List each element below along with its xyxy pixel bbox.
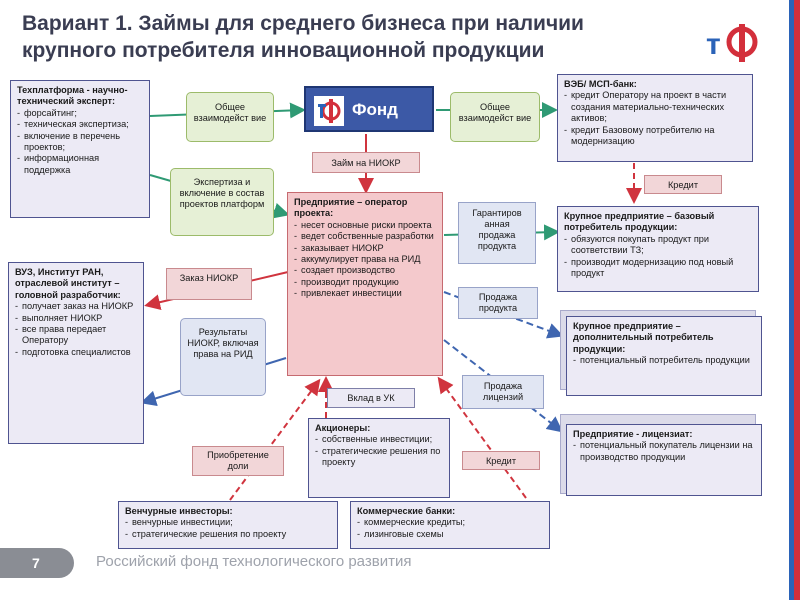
fond-mark-icon (314, 96, 344, 126)
product-sale-label: Продажа продукта (458, 287, 538, 319)
list-item: ведет собственные разработки (294, 231, 436, 243)
shareholders-header: Акционеры: (315, 423, 371, 433)
banks-box: Коммерческие банки: коммерческие кредиты… (350, 501, 550, 549)
list-item: коммерческие кредиты; (357, 517, 543, 529)
share-purchase-label: Приобретение доли (192, 446, 284, 476)
list-item: все права передает Оператору (15, 324, 137, 347)
extra-consumer-box: Крупное предприятие – дополнительный пот… (566, 316, 762, 396)
licensee-box: Предприятие - лицензиат: потенциальный п… (566, 424, 762, 496)
university-box: ВУЗ, Институт РАН, отраслевой институт –… (8, 262, 144, 444)
base-consumer-header: Крупное предприятие – базовый потребител… (564, 211, 715, 233)
veb-header: ВЭБ/ МСП-банк: (564, 79, 637, 89)
list-item: кредит Оператору на проект в части созда… (564, 90, 746, 124)
list-item: потенциальный покупатель лицензии на про… (573, 440, 755, 463)
tech-platform-header: Техплатформа - научно-технический экспер… (17, 85, 128, 107)
expertise-label: Экспертиза и включение в состав проектов… (170, 168, 274, 236)
list-item: заказывает НИОКР (294, 243, 436, 255)
list-item: производит модернизацию под новый продук… (564, 257, 752, 280)
banks-header: Коммерческие банки: (357, 506, 456, 516)
credit-bottom-label: Кредит (462, 451, 540, 470)
list-item: информационная поддержка (17, 153, 143, 176)
list-item: производит продукцию (294, 277, 436, 289)
fond-label: Фонд (352, 100, 398, 119)
venture-header: Венчурные инвесторы: (125, 506, 233, 516)
list-item: стратегические решения по проекту (125, 529, 331, 541)
list-item: выполняет НИОКР (15, 313, 137, 325)
fond-box: Фонд (304, 86, 434, 132)
contribution-label: Вклад в УК (327, 388, 415, 408)
shareholders-box: Акционеры: собственные инвестиции; страт… (308, 418, 450, 498)
licensee-header: Предприятие - лицензиат: (573, 429, 693, 439)
list-item: форсайтинг; (17, 108, 143, 120)
operator-header: Предприятие – оператор проекта: (294, 197, 408, 219)
loan-niokr-label: Займ на НИОКР (312, 152, 420, 173)
results-niokr-label: Результаты НИОКР, включая права на РИД (180, 318, 266, 396)
list-item: создает производство (294, 265, 436, 277)
list-item: собственные инвестиции; (315, 434, 443, 446)
list-item: стратегические решения по проекту (315, 446, 443, 469)
fond-logo-icon: т (706, 24, 758, 62)
interaction-left-label: Общее взаимодейст вие (186, 92, 274, 142)
tech-platform-box: Техплатформа - научно-технический экспер… (10, 80, 150, 218)
list-item: привлекает инвестиции (294, 288, 436, 300)
decorative-stripe (786, 0, 800, 600)
list-item: техническая экспертиза; (17, 119, 143, 131)
operator-box: Предприятие – оператор проекта: несет ос… (287, 192, 443, 376)
list-item: обязуются покупать продукт при соответст… (564, 234, 752, 257)
interaction-right-label: Общее взаимодейст вие (450, 92, 540, 142)
list-item: лизинговые схемы (357, 529, 543, 541)
list-item: подготовка специалистов (15, 347, 137, 359)
page-title: Вариант 1. Займы для среднего бизнеса пр… (22, 12, 584, 62)
university-header: ВУЗ, Институт РАН, отраслевой институт –… (15, 267, 121, 300)
page-number: 7 (0, 548, 74, 578)
order-niokr-label: Заказ НИОКР (166, 268, 252, 300)
veb-box: ВЭБ/ МСП-банк: кредит Оператору на проек… (557, 74, 753, 162)
list-item: потенциальный потребитель продукции (573, 355, 755, 367)
base-consumer-box: Крупное предприятие – базовый потребител… (557, 206, 759, 292)
svg-text:т: т (706, 28, 721, 61)
guaranteed-sale-label: Гарантиров анная продажа продукта (458, 202, 536, 264)
list-item: аккумулирует права на РИД (294, 254, 436, 266)
list-item: несет основные риски проекта (294, 220, 436, 232)
license-sale-label: Продажа лицензий (462, 375, 544, 409)
footer-org-name: Российский фонд технологического развити… (96, 553, 412, 570)
venture-box: Венчурные инвесторы: венчурные инвестици… (118, 501, 338, 549)
list-item: включение в перечень проектов; (17, 131, 143, 154)
credit-top-label: Кредит (644, 175, 722, 194)
list-item: получает заказ на НИОКР (15, 301, 137, 313)
extra-consumer-header: Крупное предприятие – дополнительный пот… (573, 321, 714, 354)
list-item: кредит Базовому потребителю на модерниза… (564, 125, 746, 148)
list-item: венчурные инвестиции; (125, 517, 331, 529)
